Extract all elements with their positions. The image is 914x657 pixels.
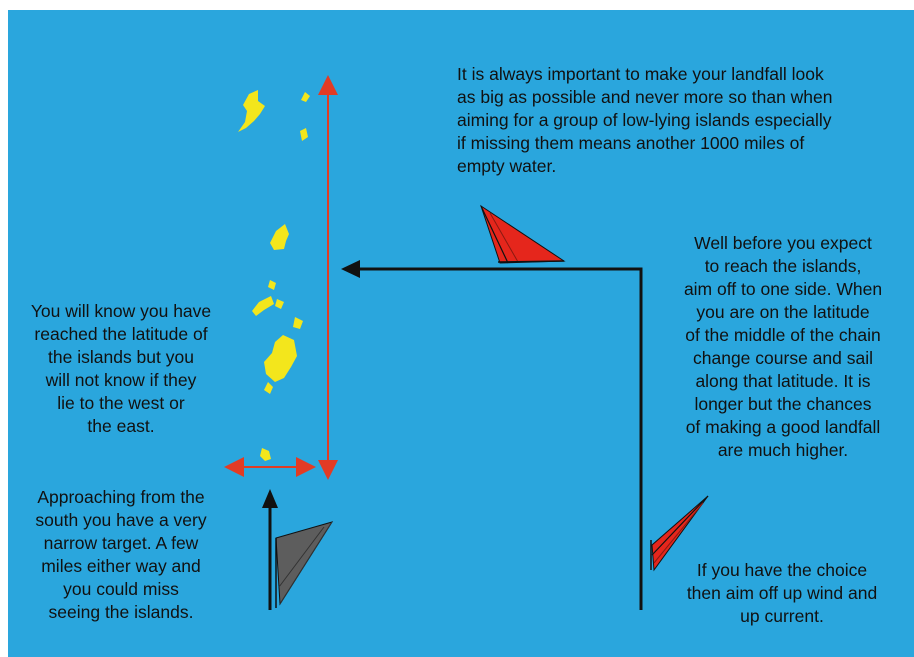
choice-note: If you have the choice then aim off up w…	[657, 559, 907, 628]
latitude-note: You will know you have reached the latit…	[8, 300, 234, 438]
note-line: reached the latitude of	[8, 323, 234, 346]
island-shape	[264, 382, 273, 394]
route-arrowhead-icon	[341, 260, 360, 278]
note-line: aiming for a group of low-lying islands …	[457, 109, 833, 132]
note-line: are much higher.	[648, 439, 914, 462]
island-shape	[293, 317, 303, 329]
note-line: as big as possible and never more so tha…	[457, 86, 833, 109]
island-shape	[270, 224, 289, 250]
note-line: Approaching from the	[8, 486, 234, 509]
note-line: seeing the islands.	[8, 601, 234, 624]
island-shape	[264, 335, 297, 382]
note-line: of the middle of the chain	[648, 324, 914, 347]
aim-off-route-line	[358, 269, 641, 610]
island-shape	[260, 448, 271, 461]
island-chain	[238, 90, 310, 461]
note-line: empty water.	[457, 155, 833, 178]
landfall-note: It is always important to make your land…	[457, 63, 833, 178]
island-shape	[301, 92, 310, 102]
island-shape	[275, 299, 284, 309]
note-line: Well before you expect	[648, 232, 914, 255]
note-line: If you have the choice	[657, 559, 907, 582]
note-line: It is always important to make your land…	[457, 63, 833, 86]
island-shape	[268, 280, 276, 290]
note-line: then aim off up wind and	[657, 582, 907, 605]
note-line: the islands but you	[8, 346, 234, 369]
note-line: south you have a very	[8, 509, 234, 532]
note-line: will not know if they	[8, 369, 234, 392]
note-line: of making a good landfall	[648, 416, 914, 439]
diagram-canvas: It is always important to make your land…	[8, 10, 914, 657]
south-approach-note: Approaching from the south you have a ve…	[8, 486, 234, 624]
note-line: up current.	[657, 605, 907, 628]
sailboat-icon	[481, 206, 564, 263]
island-shape	[300, 128, 308, 141]
note-line: aim off to one side. When	[648, 278, 914, 301]
aim-off-note: Well before you expect to reach the isla…	[648, 232, 914, 462]
note-line: the east.	[8, 415, 234, 438]
island-shape	[238, 90, 265, 132]
island-shape	[252, 296, 274, 316]
note-line: along that latitude. It is	[648, 370, 914, 393]
note-line: longer but the chances	[648, 393, 914, 416]
note-line: narrow target. A few	[8, 532, 234, 555]
sailboat-icon	[276, 522, 332, 608]
approach-arrowhead-icon	[262, 489, 278, 508]
note-line: if missing them means another 1000 miles…	[457, 132, 833, 155]
note-line: you could miss	[8, 578, 234, 601]
note-line: you are on the latitude	[648, 301, 914, 324]
note-line: miles either way and	[8, 555, 234, 578]
note-line: You will know you have	[8, 300, 234, 323]
note-line: change course and sail	[648, 347, 914, 370]
note-line: lie to the west or	[8, 392, 234, 415]
note-line: to reach the islands,	[648, 255, 914, 278]
